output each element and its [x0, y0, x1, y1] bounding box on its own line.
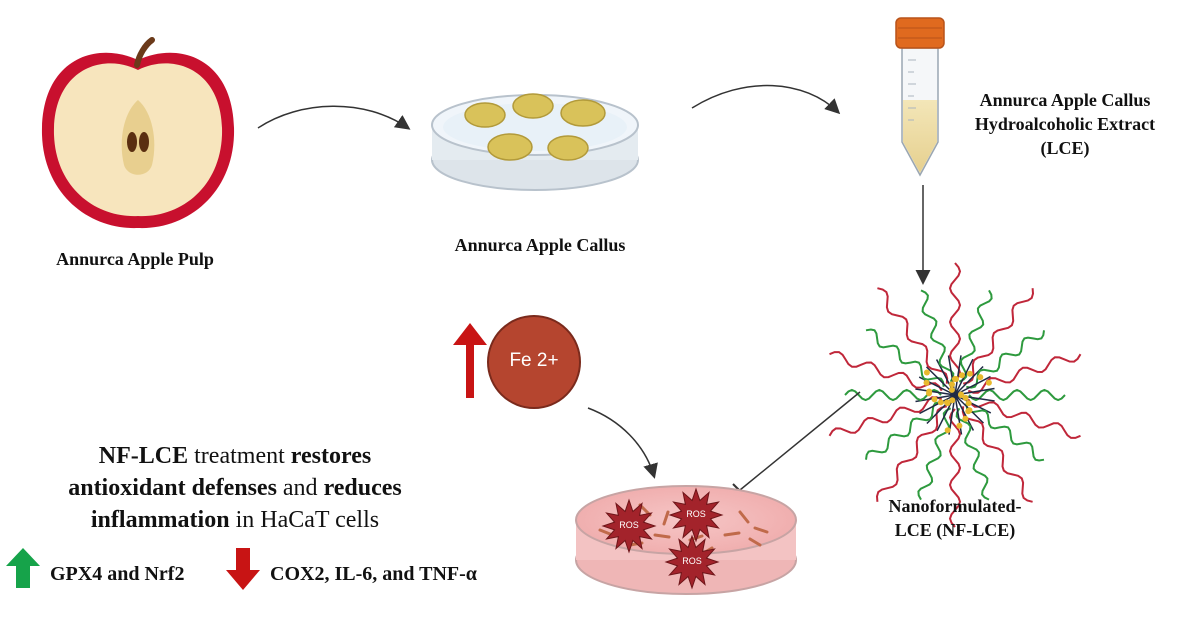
micelle-dot — [931, 396, 938, 403]
summary-line: NF-LCE treatment restores — [40, 440, 430, 472]
micelle-chain — [877, 287, 949, 384]
micelle-chain — [875, 405, 948, 502]
iron-circle — [487, 315, 581, 409]
summary-segment: restores — [290, 443, 372, 469]
arrow-callus-to-extract — [691, 84, 841, 115]
upregulated-genes: GPX4 and Nrf2 — [50, 563, 185, 585]
ros-label: ROS — [686, 509, 706, 519]
summary-segment: inflammation — [90, 507, 230, 533]
down-arrow-red-icon — [226, 548, 260, 590]
micelle-chain — [965, 403, 1045, 462]
micelle-dot — [959, 372, 965, 379]
micelle-dot — [926, 390, 932, 397]
micelle-chain — [967, 398, 1081, 439]
label-nf-line: Nanoformulated- — [888, 496, 1022, 516]
summary-segment: in HaCaT cells — [229, 507, 380, 533]
micelle-chain — [968, 388, 1066, 402]
label-extract: Annurca Apple Callus Hydroalcoholic Extr… — [955, 88, 1175, 160]
micelle-dot — [962, 394, 969, 401]
micelle-chain — [917, 407, 952, 501]
micelle-core-line — [954, 365, 984, 396]
micelle-core-line — [919, 394, 956, 415]
summary-line: antioxidant defenses and reduces — [40, 472, 430, 504]
summary-segment: and — [276, 475, 324, 501]
micelle-dot — [949, 397, 956, 404]
arrow-iron-to-cells — [587, 407, 658, 479]
micelle-chain — [962, 288, 1035, 385]
ros-label: ROS — [619, 520, 639, 530]
micelle-chain — [966, 330, 1045, 389]
apple-illustration — [41, 37, 235, 229]
micelle-dot — [956, 422, 963, 429]
petri-dish-callus — [431, 93, 639, 191]
summary-text: NF-LCE treatment restores antioxidant de… — [40, 440, 430, 536]
inhibition-line — [739, 391, 861, 491]
up-arrow-red-icon — [453, 323, 487, 398]
micelle-dot — [958, 391, 964, 398]
micelle-chain — [844, 388, 942, 402]
micelle-core-line — [918, 376, 956, 396]
label-apple-pulp: Annurca Apple Pulp — [56, 249, 214, 269]
micelle-dot — [962, 415, 969, 422]
micelle-dot — [923, 369, 930, 376]
micelle-core-line — [954, 355, 962, 396]
micelle-dot — [949, 381, 955, 388]
micelle-dot — [948, 386, 955, 393]
summary-segment: NF-LCE — [98, 443, 189, 469]
iron-label: Fe 2+ — [509, 350, 559, 371]
label-extract-line: Hydroalcoholic Extract — [974, 114, 1156, 134]
summary-segment: treatment — [188, 443, 291, 469]
micelle-dot — [966, 407, 973, 414]
summary-line: inflammation in HaCaT cells — [40, 504, 430, 536]
falcon-tube-icon — [895, 17, 945, 177]
micelle-chain — [958, 289, 993, 383]
micelle-chain — [948, 408, 962, 528]
micelle-dot — [944, 400, 951, 407]
petri-dish-cells — [575, 485, 797, 595]
micelle-dot — [966, 370, 973, 377]
micelle-chain — [967, 353, 1082, 394]
label-apple-callus: Annurca Apple Callus — [454, 235, 626, 255]
summary-segment: antioxidant defenses — [68, 475, 277, 501]
arrow-pulp-to-callus — [257, 105, 411, 130]
micelle-dot — [923, 379, 930, 386]
micelle-chain — [961, 406, 1033, 503]
micelle-dot — [977, 374, 984, 381]
micelle-dot — [965, 400, 972, 407]
micelle-core-line — [954, 394, 975, 431]
nanoparticle-icon — [828, 262, 1082, 528]
micelle-chain — [828, 396, 943, 437]
micelle-chain — [865, 401, 944, 460]
micelle-dot — [951, 376, 958, 382]
micelle-chain — [865, 328, 945, 387]
micelle-dot — [937, 399, 944, 406]
micelle-chain — [829, 351, 943, 392]
label-nanoformulated: Nanoformulated- LCE (NF-LCE) — [860, 494, 1050, 542]
micelle-core-line — [915, 388, 956, 396]
label-extract-line: (LCE) — [1040, 138, 1090, 158]
summary-segment: reduces — [323, 475, 402, 501]
label-extract-line: Annurca Apple Callus — [979, 90, 1151, 110]
micelle-chain — [920, 289, 955, 383]
micelle-chain — [955, 407, 990, 501]
micelle-dot — [985, 379, 992, 386]
micelle-chain — [948, 262, 962, 382]
label-nf-line: LCE (NF-LCE) — [894, 520, 1016, 540]
up-arrow-green-icon — [6, 548, 40, 588]
downregulated-genes: COX2, IL-6, and TNF-α — [270, 563, 477, 585]
micelle-dot — [944, 427, 951, 434]
ros-label: ROS — [682, 556, 702, 566]
